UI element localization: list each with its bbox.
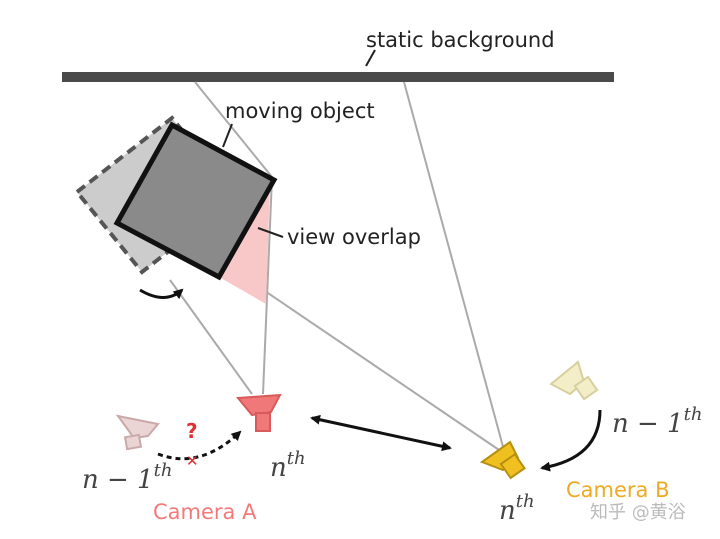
question-mark: ? (186, 419, 198, 443)
camera-a-label: Camera A (153, 500, 257, 524)
view-overlap-label: view overlap (287, 225, 421, 249)
camera-b-label: Camera B (566, 478, 670, 502)
moving-object (113, 121, 278, 281)
view-overlap-leader (257, 227, 284, 238)
static-background-label: static background (366, 28, 555, 52)
cross-mark: ✕ (186, 452, 199, 470)
camera-a-previous-icon (115, 414, 160, 451)
moving-object-label: moving object (225, 99, 375, 123)
camera-a-prev-index: n − 1th (82, 460, 172, 495)
camera-relation-arrow (310, 414, 452, 452)
camera-a-index: nth (270, 448, 306, 483)
rotation-arrow (139, 288, 184, 300)
dashed-move-arrow (157, 430, 242, 461)
static-background-wall (62, 72, 614, 82)
watermark: 知乎 @黄浴 (590, 502, 686, 523)
camera-b-motion-arrow (540, 409, 602, 472)
camera-b-index: nth (499, 491, 535, 526)
camera-b-prev-index: n − 1th (612, 404, 702, 439)
moving-object-leader (222, 123, 233, 148)
camera-b-previous-icon (549, 360, 599, 401)
static-background-leader (365, 49, 376, 67)
camera-b-icon (479, 440, 526, 480)
camera-a-icon (235, 393, 282, 432)
view-rays (169, 81, 506, 455)
